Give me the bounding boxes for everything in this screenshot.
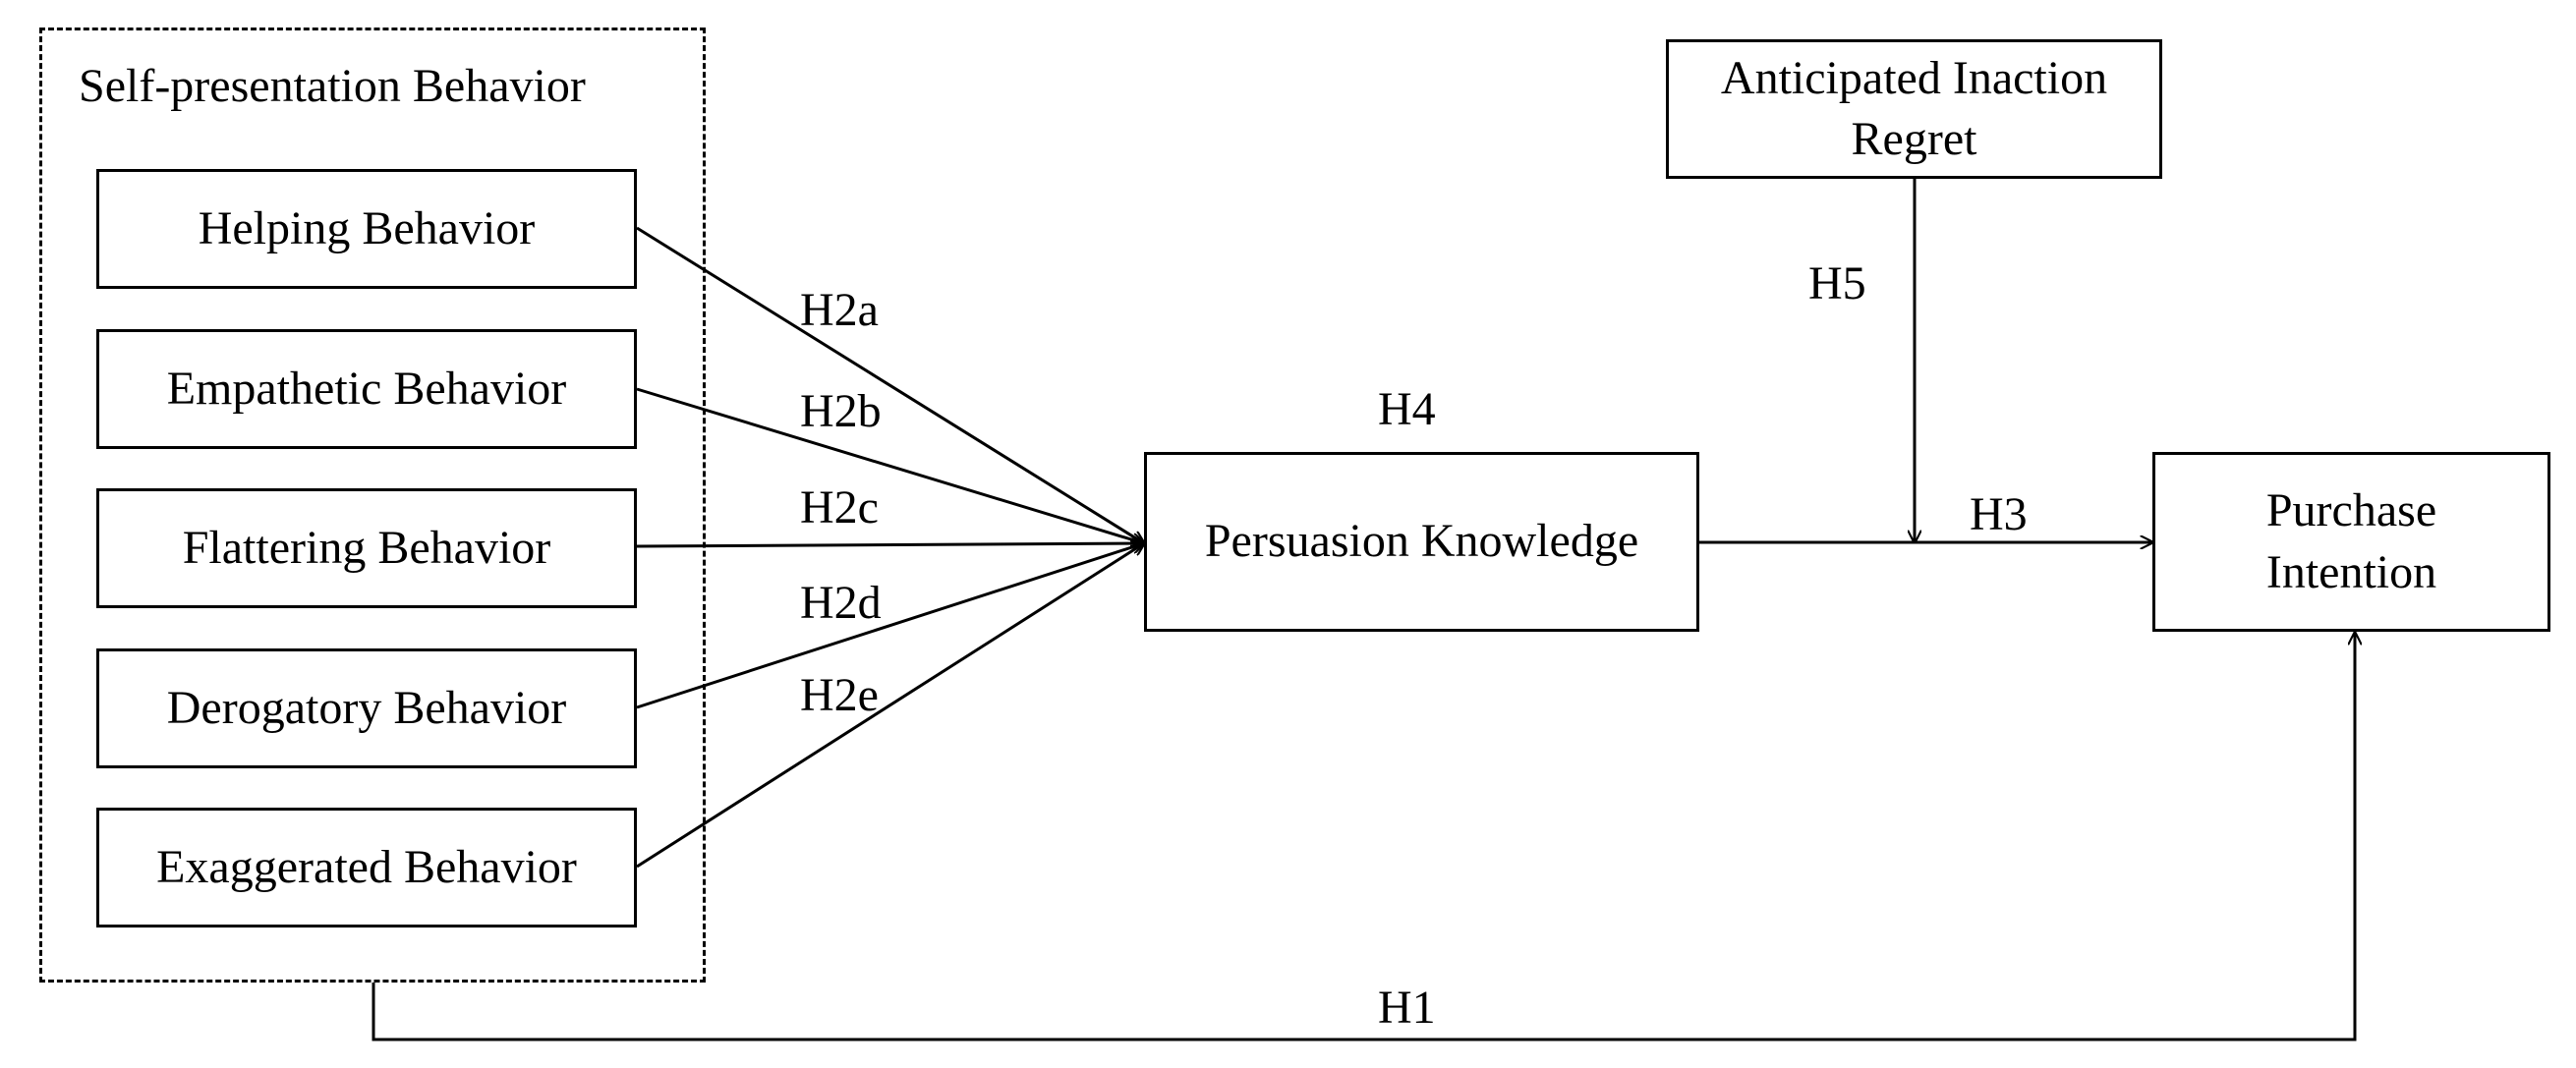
helping-behavior-label: Helping Behavior	[198, 201, 536, 254]
arrow-h2a	[636, 226, 1144, 543]
derogatory-behavior-box: Derogatory Behavior	[96, 648, 637, 768]
h5-label: H5	[1808, 257, 1866, 309]
exaggerated-behavior-box: Exaggerated Behavior	[96, 808, 637, 927]
exaggerated-behavior-label: Exaggerated Behavior	[156, 840, 577, 893]
empathetic-behavior-label: Empathetic Behavior	[166, 362, 567, 415]
outcome-label-line2: Intention	[2265, 545, 2437, 598]
moderator-label-line1: Anticipated Inaction	[1720, 51, 2108, 104]
helping-behavior-box: Helping Behavior	[96, 169, 637, 289]
arrow-h2b	[636, 387, 1144, 543]
h2e-label: H2e	[800, 669, 879, 721]
h2c-label: H2c	[800, 481, 879, 534]
group-title: Self-presentation Behavior	[79, 60, 586, 112]
outcome-label-line1: Purchase	[2265, 484, 2437, 537]
self-presentation-group	[39, 28, 706, 983]
h1-label: H1	[1378, 982, 1436, 1034]
arrow-h2e	[636, 543, 1144, 869]
flattering-behavior-box: Flattering Behavior	[96, 488, 637, 608]
h3-label: H3	[1970, 488, 2028, 540]
persuasion-knowledge-box: Persuasion Knowledge	[1144, 452, 1699, 632]
persuasion-knowledge-label: Persuasion Knowledge	[1204, 515, 1639, 568]
arrow-h1	[372, 633, 2355, 1041]
h2b-label: H2b	[800, 385, 882, 437]
arrow-h2d	[636, 543, 1144, 709]
h2d-label: H2d	[800, 577, 882, 629]
arrow-h2c	[636, 543, 1144, 546]
purchase-intention-box: Purchase Intention	[2152, 452, 2550, 632]
empathetic-behavior-box: Empathetic Behavior	[96, 329, 637, 449]
derogatory-behavior-label: Derogatory Behavior	[166, 681, 567, 734]
h4-label: H4	[1378, 383, 1436, 435]
flattering-behavior-label: Flattering Behavior	[182, 521, 551, 574]
anticipated-inaction-regret-box: Anticipated Inaction Regret	[1666, 39, 2162, 179]
moderator-label-line2: Regret	[1851, 113, 1977, 165]
h2a-label: H2a	[800, 284, 879, 336]
